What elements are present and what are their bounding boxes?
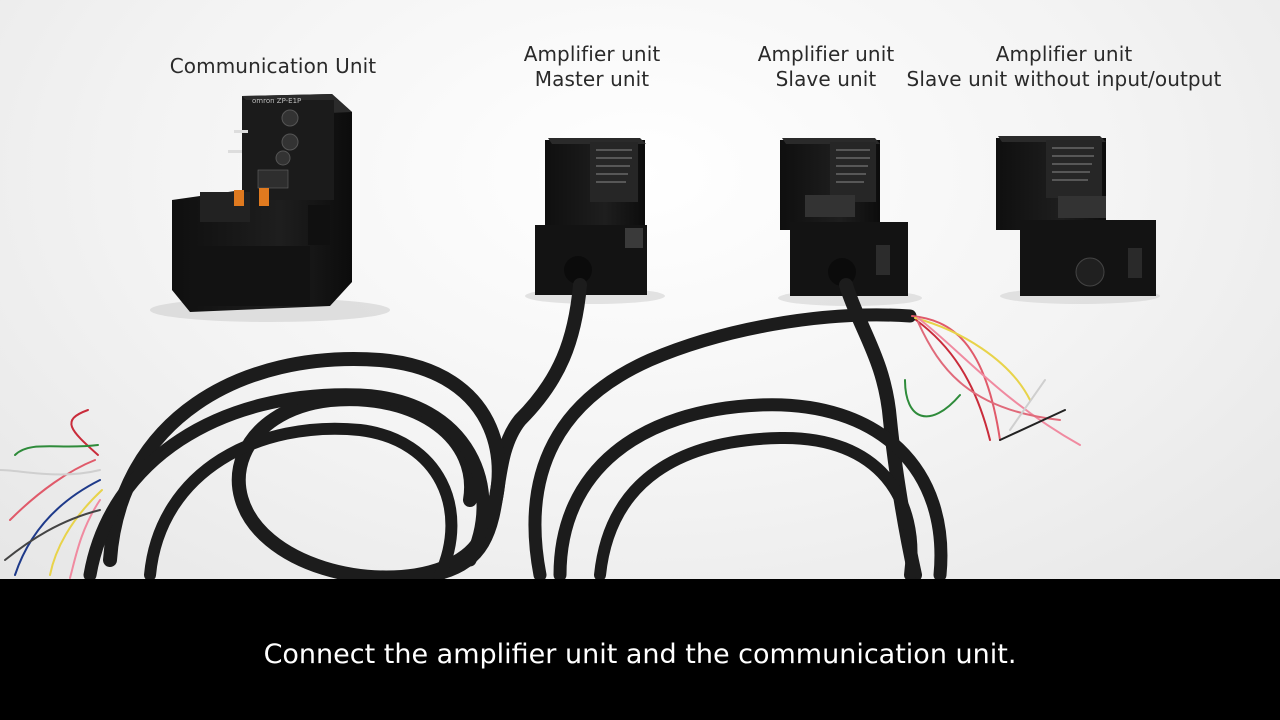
right-coil-3 <box>594 431 918 579</box>
subtitle-text: Connect the amplifier unit and the commu… <box>263 639 1017 670</box>
label-communication-unit-text: Communication Unit <box>169 54 377 78</box>
loose-wires-left <box>0 409 103 579</box>
orange-connector-1 <box>234 190 244 206</box>
communication-unit-device: omron ZP-E1P <box>172 94 352 312</box>
left-coil-2 <box>83 388 490 579</box>
label-slave-noio-unit-line2: Slave unit without input/output <box>906 67 1222 91</box>
right-coil-2 <box>553 398 948 579</box>
label-communication-unit: Communication Unit <box>170 54 377 79</box>
product-photo-scene: omron ZP-E1P <box>0 0 1280 579</box>
left-coil-3 <box>144 422 458 579</box>
label-slave-unit-line2: Slave unit <box>775 67 877 91</box>
label-slave-noio-unit-line1: Amplifier unit <box>995 42 1133 66</box>
subtitle-bar <box>0 579 1280 720</box>
right-coil-1 <box>528 308 917 579</box>
master-amplifier-device <box>535 138 647 295</box>
device-brand-label: omron ZP-E1P <box>252 97 301 105</box>
label-slave-unit-line1: Amplifier unit <box>757 42 895 66</box>
product-illustration: omron ZP-E1P <box>0 94 1160 579</box>
label-master-unit-line2: Master unit <box>534 67 650 91</box>
label-slave-unit: Amplifier unit Slave unit <box>758 42 895 92</box>
label-slave-noio-unit: Amplifier unit Slave unit without input/… <box>907 42 1222 92</box>
orange-connector-2 <box>259 188 269 206</box>
slave-noio-amplifier-device <box>996 136 1156 296</box>
slave-amplifier-device <box>780 138 908 296</box>
cables <box>83 278 948 579</box>
loose-wires-right <box>904 315 1081 446</box>
label-master-unit-line1: Amplifier unit <box>523 42 661 66</box>
label-master-unit: Amplifier unit Master unit <box>524 42 661 92</box>
